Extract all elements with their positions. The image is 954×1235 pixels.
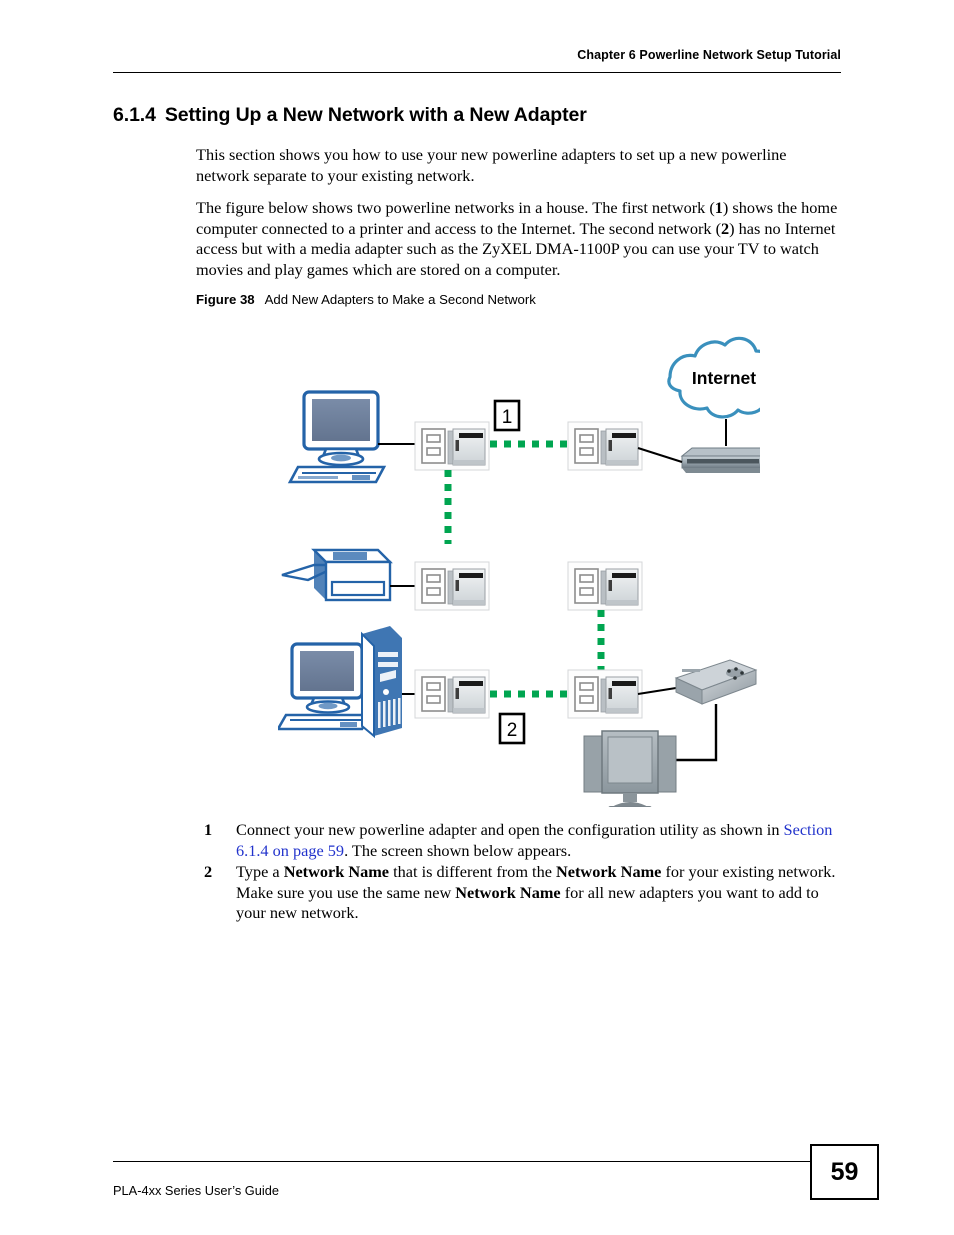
router-device bbox=[680, 447, 760, 473]
network-name-bold-3: Network Name bbox=[455, 882, 561, 902]
para2-part-c: ) shows the home computer connected to a… bbox=[196, 198, 838, 238]
list-item: 1 Connect your new powerline adapter and … bbox=[196, 820, 844, 861]
printer-device bbox=[281, 548, 393, 602]
page-number: 59 bbox=[810, 1144, 879, 1200]
para2-part-d: ) has no Internet access but with a medi… bbox=[196, 218, 836, 279]
figure-title: Add New Adapters to Make a Second Networ… bbox=[264, 292, 536, 307]
step1-text-b: . The screen shown below appears. bbox=[344, 840, 572, 860]
network-name-bold-1: Network Name bbox=[283, 862, 390, 882]
step2-text-b: that is different from the bbox=[389, 862, 557, 882]
home-computer bbox=[287, 390, 387, 484]
media-adapter bbox=[674, 659, 758, 705]
network-ref-1: 1 bbox=[714, 198, 723, 218]
wire-media-tv bbox=[676, 704, 718, 762]
network-ref-2: 2 bbox=[721, 218, 730, 238]
callout-1: 1 bbox=[493, 399, 521, 432]
wire-adapter2-router bbox=[637, 447, 683, 463]
internet-cloud-label: Internet bbox=[692, 368, 756, 388]
television bbox=[583, 730, 677, 807]
desktop-computer bbox=[278, 626, 402, 739]
step1-text-a: Connect your new powerline adapter and o… bbox=[236, 820, 784, 839]
wire-adapter6-media bbox=[637, 687, 677, 695]
step2-text-d: for all new adapters you want to add to … bbox=[236, 882, 819, 923]
section-number: 6.1.4 bbox=[113, 104, 156, 126]
section-title: Setting Up a New Network with a New Adap… bbox=[164, 104, 587, 126]
steps-list: 1 Connect your new powerline adapter and … bbox=[196, 820, 844, 925]
powerline-adapter-5 bbox=[414, 669, 490, 719]
footer-divider bbox=[113, 1161, 813, 1162]
para2-part-a: The figure below shows two powerline net… bbox=[196, 198, 715, 218]
body-text: This section shows you how to use your n… bbox=[196, 145, 841, 293]
header-divider bbox=[113, 72, 841, 73]
network-name-bold-2: Network Name bbox=[556, 862, 662, 882]
network-diagram: Internet 1 bbox=[278, 322, 760, 807]
step-number: 2 bbox=[204, 862, 213, 882]
step2-text-a: Type a bbox=[236, 862, 284, 882]
footer-guide-title: PLA-4xx Series User’s Guide bbox=[113, 1183, 279, 1198]
step2-text-c: for your existing network. Make sure you… bbox=[236, 862, 836, 902]
list-item: 2 Type a Network Name that is different f… bbox=[196, 862, 844, 924]
section-link[interactable]: Section 6.1.4 on page 59 bbox=[236, 820, 833, 860]
figure-label: Figure 38 bbox=[196, 292, 255, 307]
powerline-adapter-4 bbox=[567, 561, 643, 611]
paragraph-figure-description: The figure below shows two powerline net… bbox=[196, 198, 841, 280]
powerline-adapter-6 bbox=[567, 669, 643, 719]
callout-2-label: 2 bbox=[507, 720, 518, 741]
step-number: 1 bbox=[204, 820, 213, 839]
callout-1-label: 1 bbox=[502, 407, 513, 428]
paragraph-intro: This section shows you how to use your n… bbox=[196, 145, 787, 185]
internet-cloud: Internet bbox=[667, 336, 760, 419]
powerline-adapter-1 bbox=[414, 421, 490, 471]
callout-2: 2 bbox=[498, 712, 526, 745]
powerline-adapter-2 bbox=[567, 421, 643, 471]
powerline-adapter-3 bbox=[414, 561, 490, 611]
running-header: Chapter 6 Powerline Network Setup Tutori… bbox=[577, 48, 841, 62]
page-title: 6.1.4 Setting Up a New Network with a New… bbox=[113, 104, 587, 127]
figure-caption: Figure 38 Add New Adapters to Make a Seco… bbox=[196, 292, 536, 307]
